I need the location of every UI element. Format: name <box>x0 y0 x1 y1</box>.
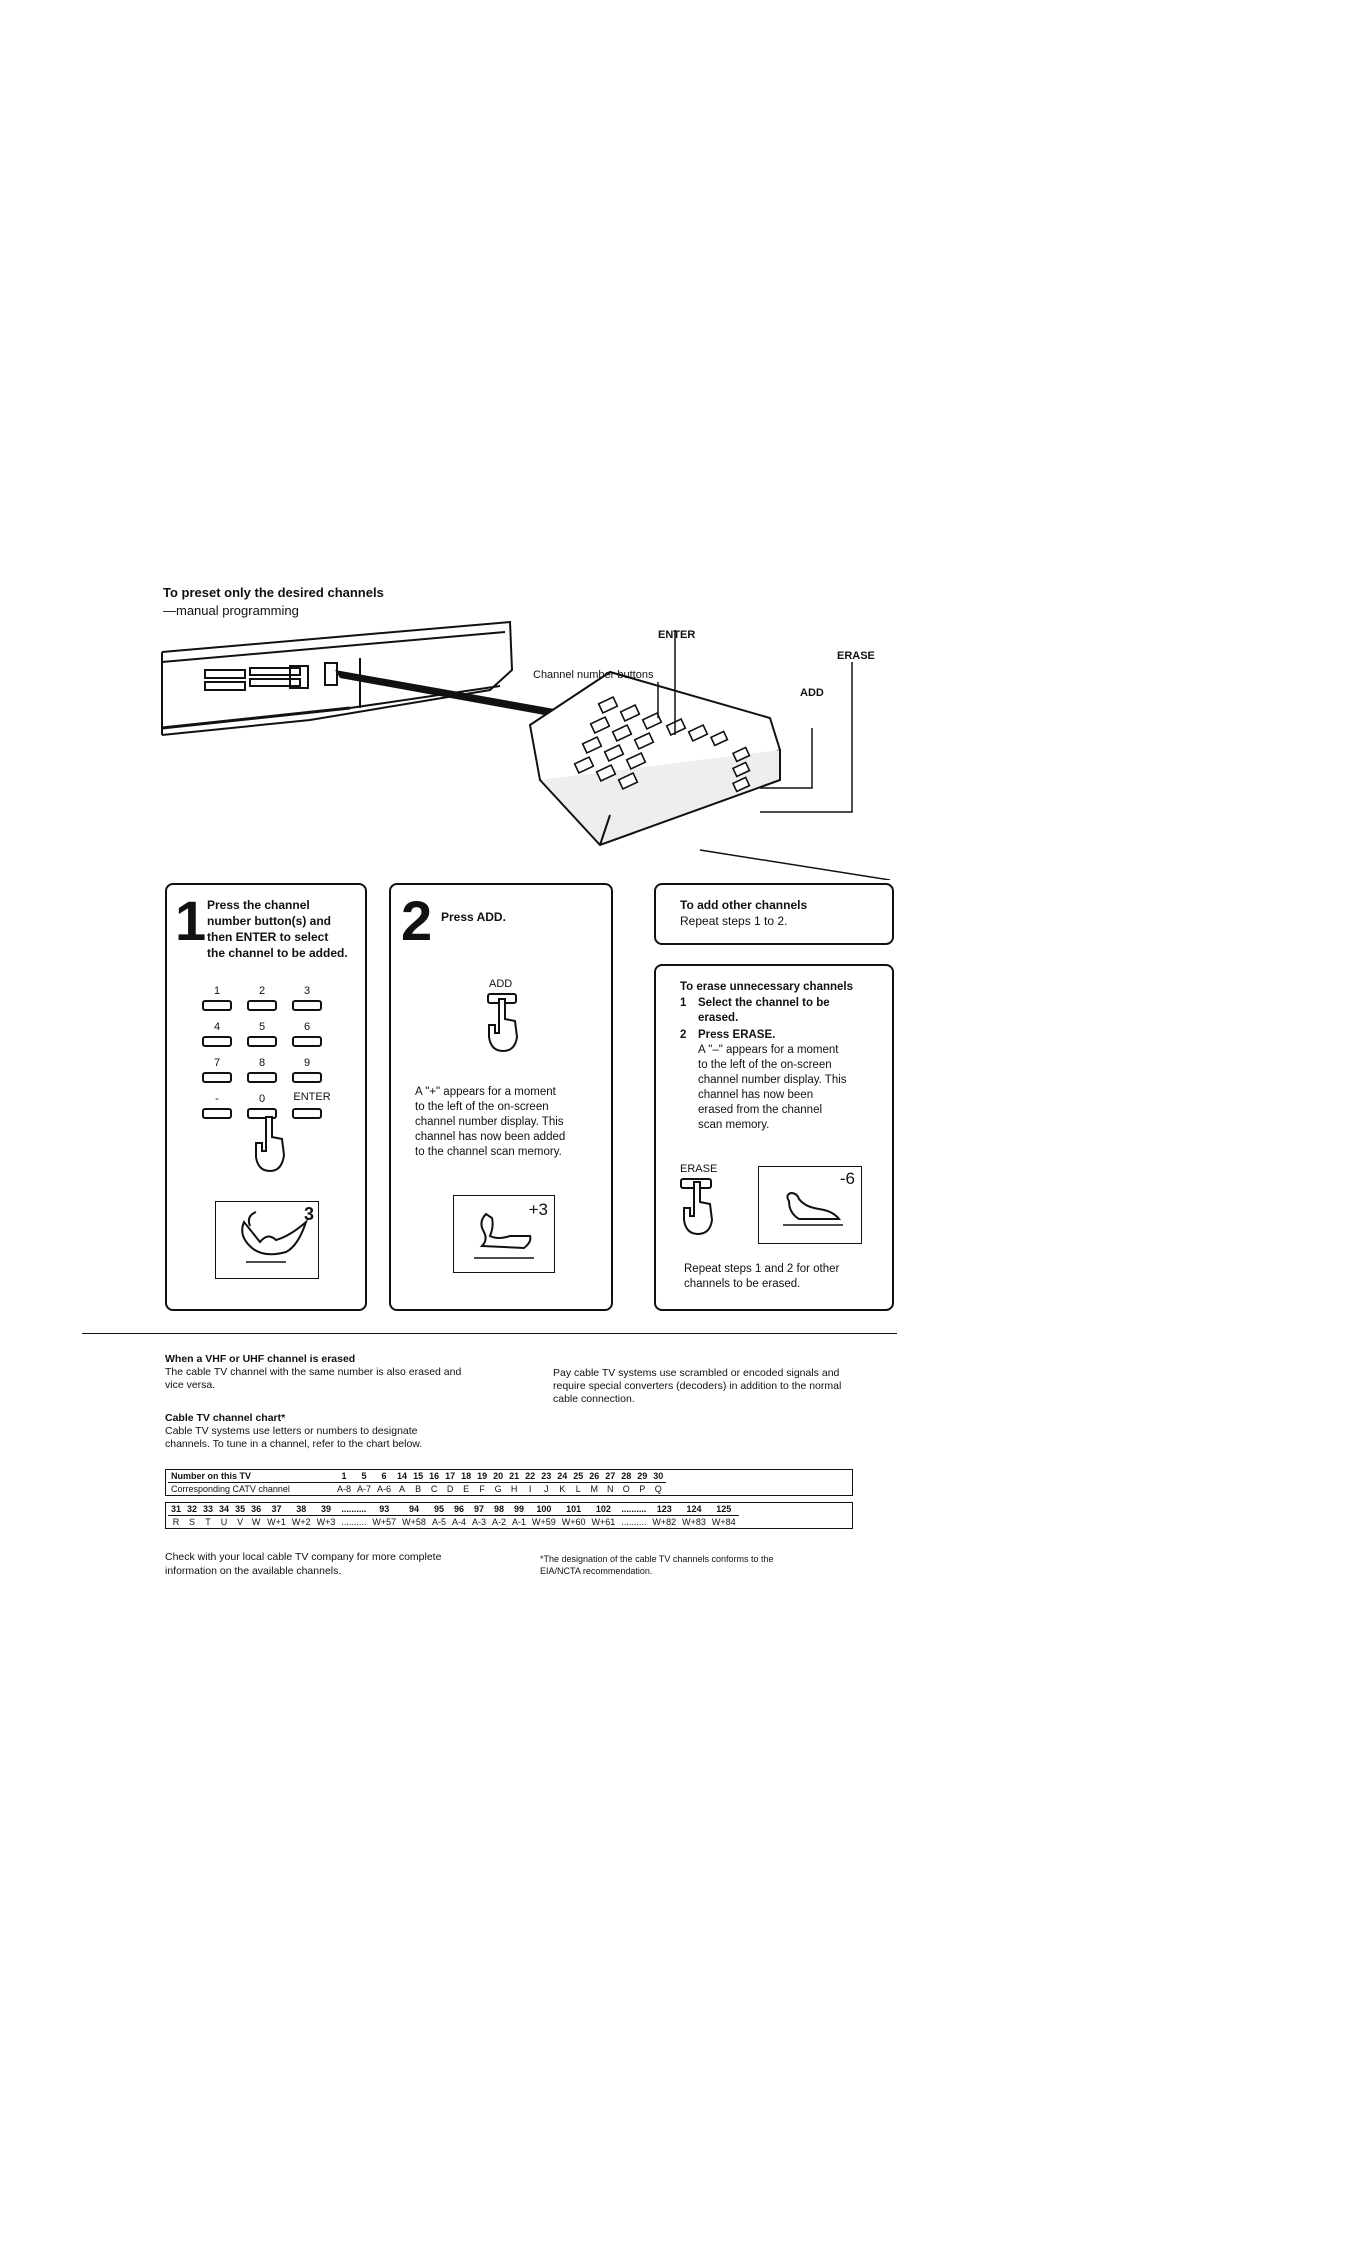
key-1[interactable] <box>202 1000 232 1011</box>
pressing-hand-icon <box>252 1115 292 1175</box>
channel-chart-top: Number on this TV 1 5 6 14 15 16 17 18 1… <box>165 1469 853 1496</box>
add-other-channels-box: To add other channels Repeat steps 1 to … <box>654 883 894 945</box>
key-8[interactable] <box>247 1072 277 1083</box>
key-5[interactable] <box>247 1036 277 1047</box>
pay-cable-note: Pay cable TV systems use scrambled or en… <box>553 1367 841 1406</box>
key-6[interactable] <box>292 1036 322 1047</box>
key-enter[interactable] <box>292 1108 322 1119</box>
swan-icon <box>216 1202 316 1276</box>
step2-description: A "+" appears for a moment to the left o… <box>415 1085 565 1160</box>
check-note: Check with your local cable TV company f… <box>165 1550 441 1578</box>
pressing-hand-icon <box>485 997 525 1055</box>
table-row: Corresponding CATV channel A-8 A-7 A-6 A… <box>168 1483 666 1496</box>
channel-chart-bottom-table: 31 32 33 34 35 36 37 38 39 .......... 93… <box>168 1503 739 1528</box>
tv-remote-illustration <box>160 610 900 880</box>
footnote: *The designation of the cable TV channel… <box>540 1553 773 1577</box>
erase-step2-title: Press ERASE. <box>698 1028 775 1043</box>
step1-panel: 1 Press the channel number button(s) and… <box>165 883 367 1311</box>
key-2[interactable] <box>247 1000 277 1011</box>
heading-title: To preset only the desired channels <box>163 584 384 602</box>
step2-add-label: ADD <box>489 977 512 992</box>
channel-buttons-label: Channel number buttons <box>533 668 653 683</box>
key-9[interactable] <box>292 1072 322 1083</box>
step2-panel: 2 Press ADD. ADD A "+" appears for a mom… <box>389 883 613 1311</box>
erase-channels-box: To erase unnecessary channels 1 Select t… <box>654 964 894 1311</box>
step1-screen: 3 <box>215 1201 319 1279</box>
step1-number: 1 <box>175 893 206 949</box>
step1-screen-value: 3 <box>304 1204 314 1225</box>
channel-chart-top-table: Number on this TV 1 5 6 14 15 16 17 18 1… <box>168 1470 666 1495</box>
channel-chart-bottom: 31 32 33 34 35 36 37 38 39 .......... 93… <box>165 1502 853 1529</box>
add-other-text: Repeat steps 1 to 2. <box>680 913 787 929</box>
step2-number: 2 <box>401 893 432 949</box>
vhf-note: When a VHF or UHF channel is erased The … <box>165 1353 461 1392</box>
key-7[interactable] <box>202 1072 232 1083</box>
key-3[interactable] <box>292 1000 322 1011</box>
step1-instructions: Press the channel number button(s) and t… <box>207 897 348 961</box>
table-row: R S T U V W W+1 W+2 W+3 .......... W+57 … <box>168 1516 739 1529</box>
erase-button-label: ERASE <box>680 1162 717 1177</box>
erase-title: To erase unnecessary channels <box>680 980 853 995</box>
erase-footer: Repeat steps 1 and 2 for other channels … <box>684 1262 839 1292</box>
add-label: ADD <box>800 686 824 701</box>
step2-screen: +3 <box>453 1195 555 1273</box>
tv-remote-drawing <box>160 610 900 880</box>
add-other-title: To add other channels <box>680 897 807 913</box>
step2-title: Press ADD. <box>441 909 506 925</box>
table-row: Number on this TV 1 5 6 14 15 16 17 18 1… <box>168 1470 666 1483</box>
section-divider <box>82 1333 897 1334</box>
step2-screen-value: +3 <box>529 1200 548 1220</box>
table-row: 31 32 33 34 35 36 37 38 39 .......... 93… <box>168 1503 739 1516</box>
key-dash[interactable] <box>202 1108 232 1119</box>
pressing-hand-icon <box>680 1180 720 1238</box>
erase-screen: -6 <box>758 1166 862 1244</box>
erase-step2-description: A "–" appears for a moment to the left o… <box>698 1043 847 1133</box>
erase-label: ERASE <box>837 649 875 664</box>
key-4[interactable] <box>202 1036 232 1047</box>
enter-label: ENTER <box>658 628 695 643</box>
erase-step1: Select the channel to be erased. <box>698 996 830 1026</box>
chart-note: Cable TV channel chart* Cable TV systems… <box>165 1412 422 1451</box>
erase-screen-value: -6 <box>840 1169 855 1189</box>
